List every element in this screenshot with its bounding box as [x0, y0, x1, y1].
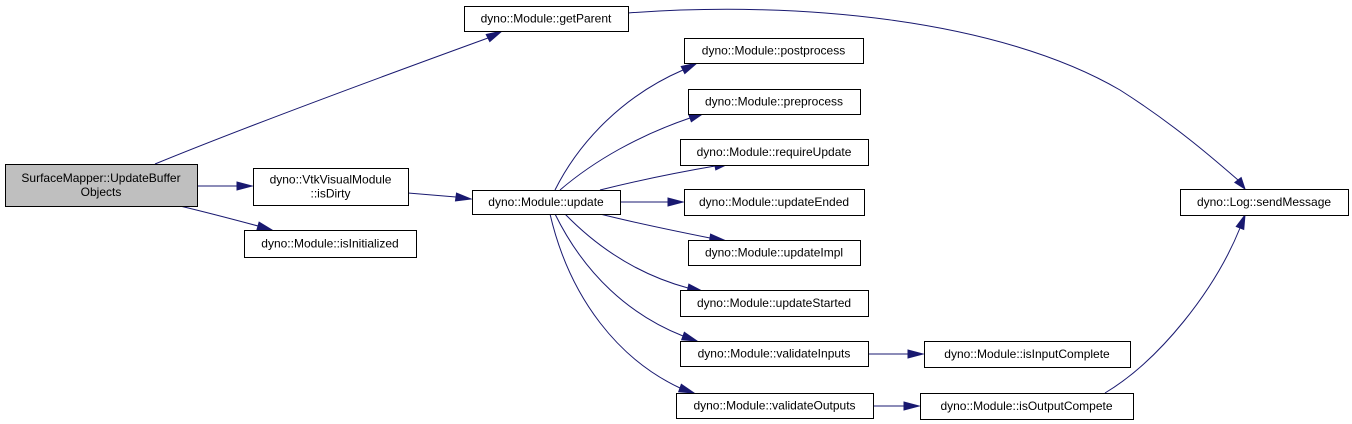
- node-box-outCompete[interactable]: [920, 393, 1134, 420]
- node-box-updEnded[interactable]: [684, 189, 865, 216]
- edge-update-to-requireUpd: [599, 165, 716, 191]
- node-updStarted[interactable]: dyno::Module::updateStarted: [680, 290, 869, 317]
- node-label-outCompete: dyno::Module::isOutputCompete: [940, 399, 1112, 413]
- arrowhead-isDirty-to-update: [454, 192, 473, 202]
- arrowhead-update-to-updEnded: [667, 197, 685, 207]
- arrowhead-getParent-to-sendMsg: [1233, 176, 1246, 191]
- node-label-sendMsg: dyno::Log::sendMessage: [1197, 195, 1331, 209]
- node-box-valInputs[interactable]: [680, 341, 869, 367]
- node-outCompete[interactable]: dyno::Module::isOutputCompete: [920, 393, 1134, 420]
- node-label-root-line1: SurfaceMapper::UpdateBuffer: [21, 171, 180, 185]
- node-isInit[interactable]: dyno::Module::isInitialized: [244, 230, 417, 258]
- node-box-preprocess[interactable]: [688, 89, 861, 115]
- node-update[interactable]: dyno::Module::update: [472, 190, 621, 215]
- node-box-valOutputs[interactable]: [676, 393, 874, 419]
- node-updImpl[interactable]: dyno::Module::updateImpl: [688, 240, 861, 266]
- node-updEnded[interactable]: dyno::Module::updateEnded: [684, 189, 865, 216]
- edge-update-to-preprocess: [559, 117, 691, 191]
- node-box-isDirty[interactable]: [253, 168, 409, 206]
- node-box-requireUpd[interactable]: [680, 139, 869, 166]
- node-preprocess[interactable]: dyno::Module::preprocess: [688, 89, 861, 115]
- node-label-valOutputs: dyno::Module::validateOutputs: [693, 399, 855, 413]
- node-box-update[interactable]: [472, 190, 621, 215]
- edge-isDirty-to-update: [407, 192, 457, 198]
- node-box-root[interactable]: [5, 164, 198, 207]
- node-box-updStarted[interactable]: [680, 290, 869, 317]
- node-box-isInit[interactable]: [244, 230, 417, 258]
- edge-root-to-getParent: [154, 37, 489, 165]
- node-label-isInit: dyno::Module::isInitialized: [261, 237, 398, 251]
- node-label-getParent: dyno::Module::getParent: [481, 12, 612, 26]
- arrowhead-root-to-isDirty: [236, 181, 254, 191]
- edge-update-to-updStarted: [564, 213, 689, 289]
- edge-update-to-postprocess: [554, 69, 684, 191]
- node-label-requireUpd: dyno::Module::requireUpdate: [697, 145, 852, 159]
- node-inComplete[interactable]: dyno::Module::isInputComplete: [924, 341, 1131, 368]
- call-edges: [154, 8, 1246, 411]
- node-label-updStarted: dyno::Module::updateStarted: [697, 296, 851, 310]
- edge-getParent-to-sendMsg: [627, 8, 1239, 181]
- node-sendMsg[interactable]: dyno::Log::sendMessage: [1180, 189, 1349, 216]
- arrowhead-update-to-valOutputs: [677, 383, 696, 394]
- arrowhead-valOutputs-to-outCompete: [903, 401, 921, 411]
- edge-update-to-updImpl: [599, 213, 711, 239]
- node-label-updEnded: dyno::Module::updateEnded: [699, 195, 849, 209]
- node-label-valInputs: dyno::Module::validateInputs: [698, 347, 851, 361]
- node-isDirty[interactable]: dyno::VtkVisualModule::isDirty: [253, 168, 409, 206]
- node-label-root-line2: Objects: [81, 185, 122, 199]
- node-box-inComplete[interactable]: [924, 341, 1131, 368]
- node-label-preprocess: dyno::Module::preprocess: [705, 95, 843, 109]
- node-valOutputs[interactable]: dyno::Module::validateOutputs: [676, 393, 874, 419]
- node-label-isDirty-line1: dyno::VtkVisualModule: [270, 173, 392, 187]
- edge-outCompete-to-sendMsg: [1104, 227, 1241, 394]
- arrowhead-valInputs-to-inComplete: [907, 349, 925, 359]
- node-postprocess[interactable]: dyno::Module::postprocess: [684, 38, 864, 64]
- edge-update-to-valInputs: [554, 213, 684, 337]
- node-label-postprocess: dyno::Module::postprocess: [702, 44, 845, 58]
- arrowhead-update-to-postprocess: [680, 62, 698, 75]
- node-label-inComplete: dyno::Module::isInputComplete: [944, 347, 1110, 361]
- node-label-updImpl: dyno::Module::updateImpl: [705, 246, 843, 260]
- edge-root-to-isInit: [179, 205, 259, 227]
- node-valInputs[interactable]: dyno::Module::validateInputs: [680, 341, 869, 367]
- node-box-sendMsg[interactable]: [1180, 189, 1349, 216]
- edge-update-to-valOutputs: [549, 213, 681, 389]
- node-label-isDirty-line2: ::isDirty: [311, 187, 351, 201]
- arrowhead-root-to-getParent: [485, 30, 503, 43]
- call-nodes: SurfaceMapper::UpdateBufferObjectsdyno::…: [5, 6, 1349, 420]
- node-label-update: dyno::Module::update: [488, 195, 604, 209]
- node-box-updImpl[interactable]: [688, 240, 861, 266]
- node-box-postprocess[interactable]: [684, 38, 864, 64]
- arrowhead-update-to-valInputs: [680, 331, 699, 342]
- node-requireUpd[interactable]: dyno::Module::requireUpdate: [680, 139, 869, 166]
- node-getParent[interactable]: dyno::Module::getParent: [464, 6, 629, 32]
- arrowhead-root-to-isInit: [256, 221, 274, 231]
- arrowhead-outCompete-to-sendMsg: [1235, 213, 1246, 231]
- node-box-getParent[interactable]: [464, 6, 629, 32]
